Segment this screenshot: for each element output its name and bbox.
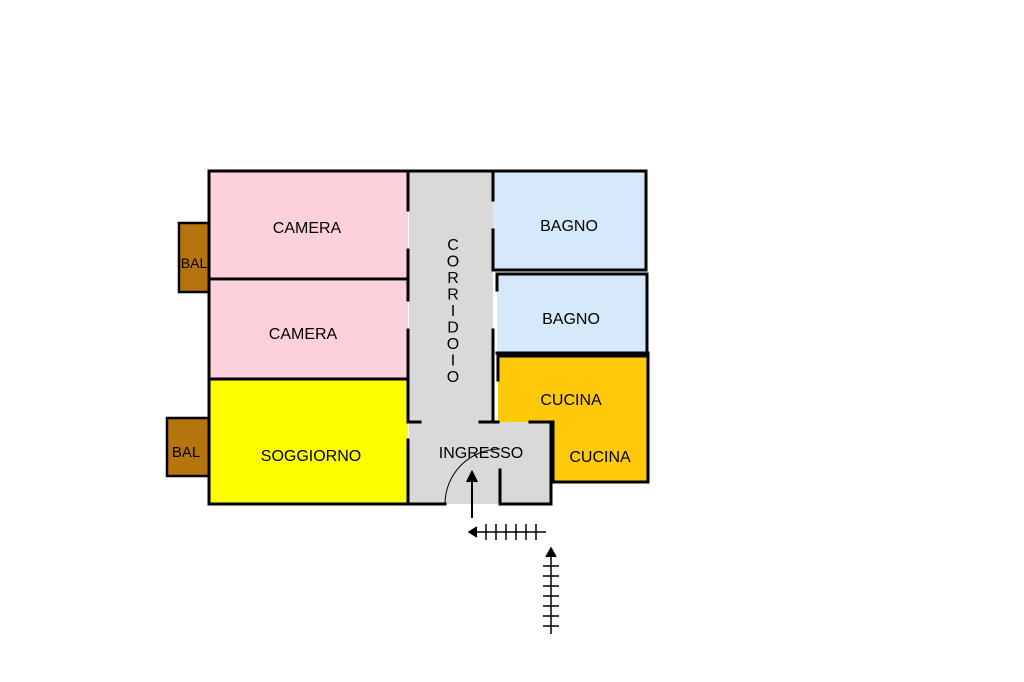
room-camera-lower: [209, 281, 408, 379]
label-camera-lower: CAMERA: [269, 326, 338, 343]
stair-vertical: [543, 546, 559, 634]
label-bagno-upper: BAGNO: [540, 218, 598, 235]
label-bagno-lower: BAGNO: [542, 311, 600, 328]
room-cucina: [498, 356, 648, 482]
label-ingresso: INGRESSO: [439, 445, 523, 462]
room-bagno-lower: [497, 275, 647, 353]
label-balcony-upper: BAL: [181, 255, 208, 271]
label-soggiorno: SOGGIORNO: [261, 448, 361, 465]
entry-door-swing: [444, 448, 501, 505]
label-camera-upper: CAMERA: [273, 220, 342, 237]
balcony-lower: [165, 416, 211, 478]
room-bagno-upper: [493, 172, 646, 270]
room-corridoio: [409, 172, 493, 422]
balcony-upper: [177, 221, 211, 294]
room-camera-upper: [209, 172, 408, 279]
label-cucina-lower: CUCINA: [569, 449, 631, 466]
room-ingresso: [409, 422, 551, 504]
label-cucina-upper: CUCINA: [540, 392, 602, 409]
room-soggiorno: [209, 379, 408, 504]
entry-arrow: [466, 469, 478, 518]
walls: [207, 169, 650, 506]
stair-horizontal: [467, 524, 546, 540]
label-balcony-lower: BAL: [172, 444, 200, 461]
